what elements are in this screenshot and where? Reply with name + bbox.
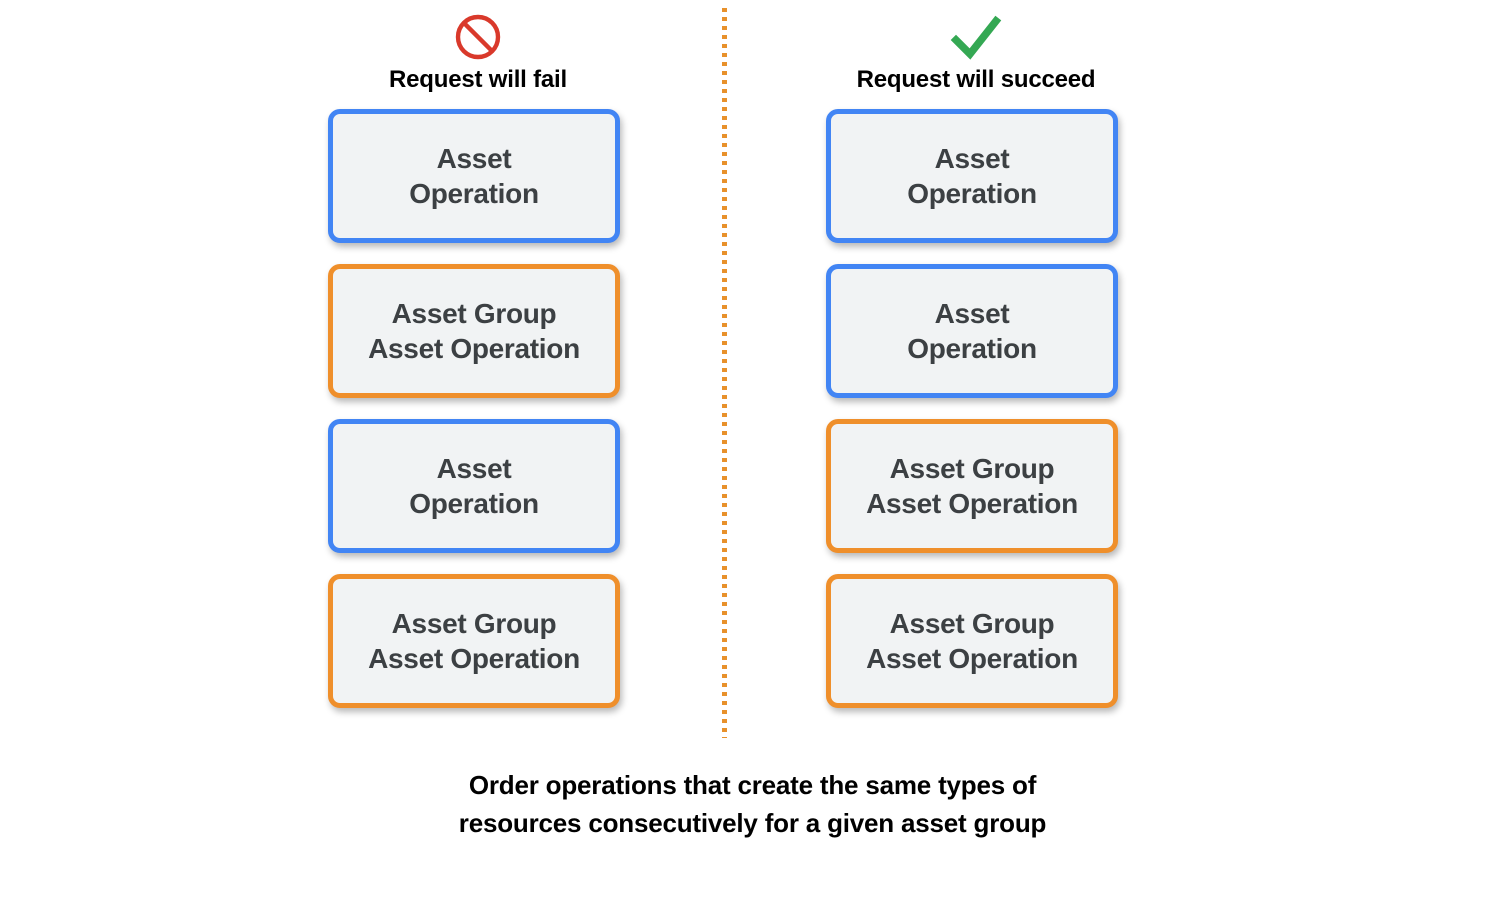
operation-box[interactable]: Asset Operation [826,264,1118,398]
column-label-succeed: Request will succeed [856,66,1096,93]
operation-box-label: Asset Group Asset Operation [866,452,1078,519]
operation-box-label: Asset Operation [409,142,539,209]
column-header-fail: Request will fail [328,12,628,94]
operation-box[interactable]: Asset Operation [328,109,620,243]
operation-box-label: Asset Group Asset Operation [866,607,1078,674]
operation-box-label: Asset Operation [907,297,1037,364]
operation-box[interactable]: Asset Operation [826,109,1118,243]
operation-box-label: Asset Group Asset Operation [368,297,580,364]
prohibition-icon [328,12,628,62]
operation-box-label: Asset Group Asset Operation [368,607,580,674]
operation-box-label: Asset Operation [409,452,539,519]
operation-box[interactable]: Asset Group Asset Operation [328,574,620,708]
diagram-caption: Order operations that create the same ty… [458,770,1047,839]
operation-box[interactable]: Asset Operation [328,419,620,553]
column-label-fail: Request will fail [389,66,567,93]
column-header-succeed: Request will succeed [826,12,1126,94]
checkmark-icon [826,12,1126,62]
operation-box-label: Asset Operation [907,142,1037,209]
column-divider [722,8,727,738]
operation-list-fail: Asset Operation Asset Group Asset Operat… [328,109,628,729]
operation-box[interactable]: Asset Group Asset Operation [328,264,620,398]
operation-box[interactable]: Asset Group Asset Operation [826,419,1118,553]
operation-list-succeed: Asset Operation Asset Operation Asset Gr… [826,109,1126,729]
operation-box[interactable]: Asset Group Asset Operation [826,574,1118,708]
